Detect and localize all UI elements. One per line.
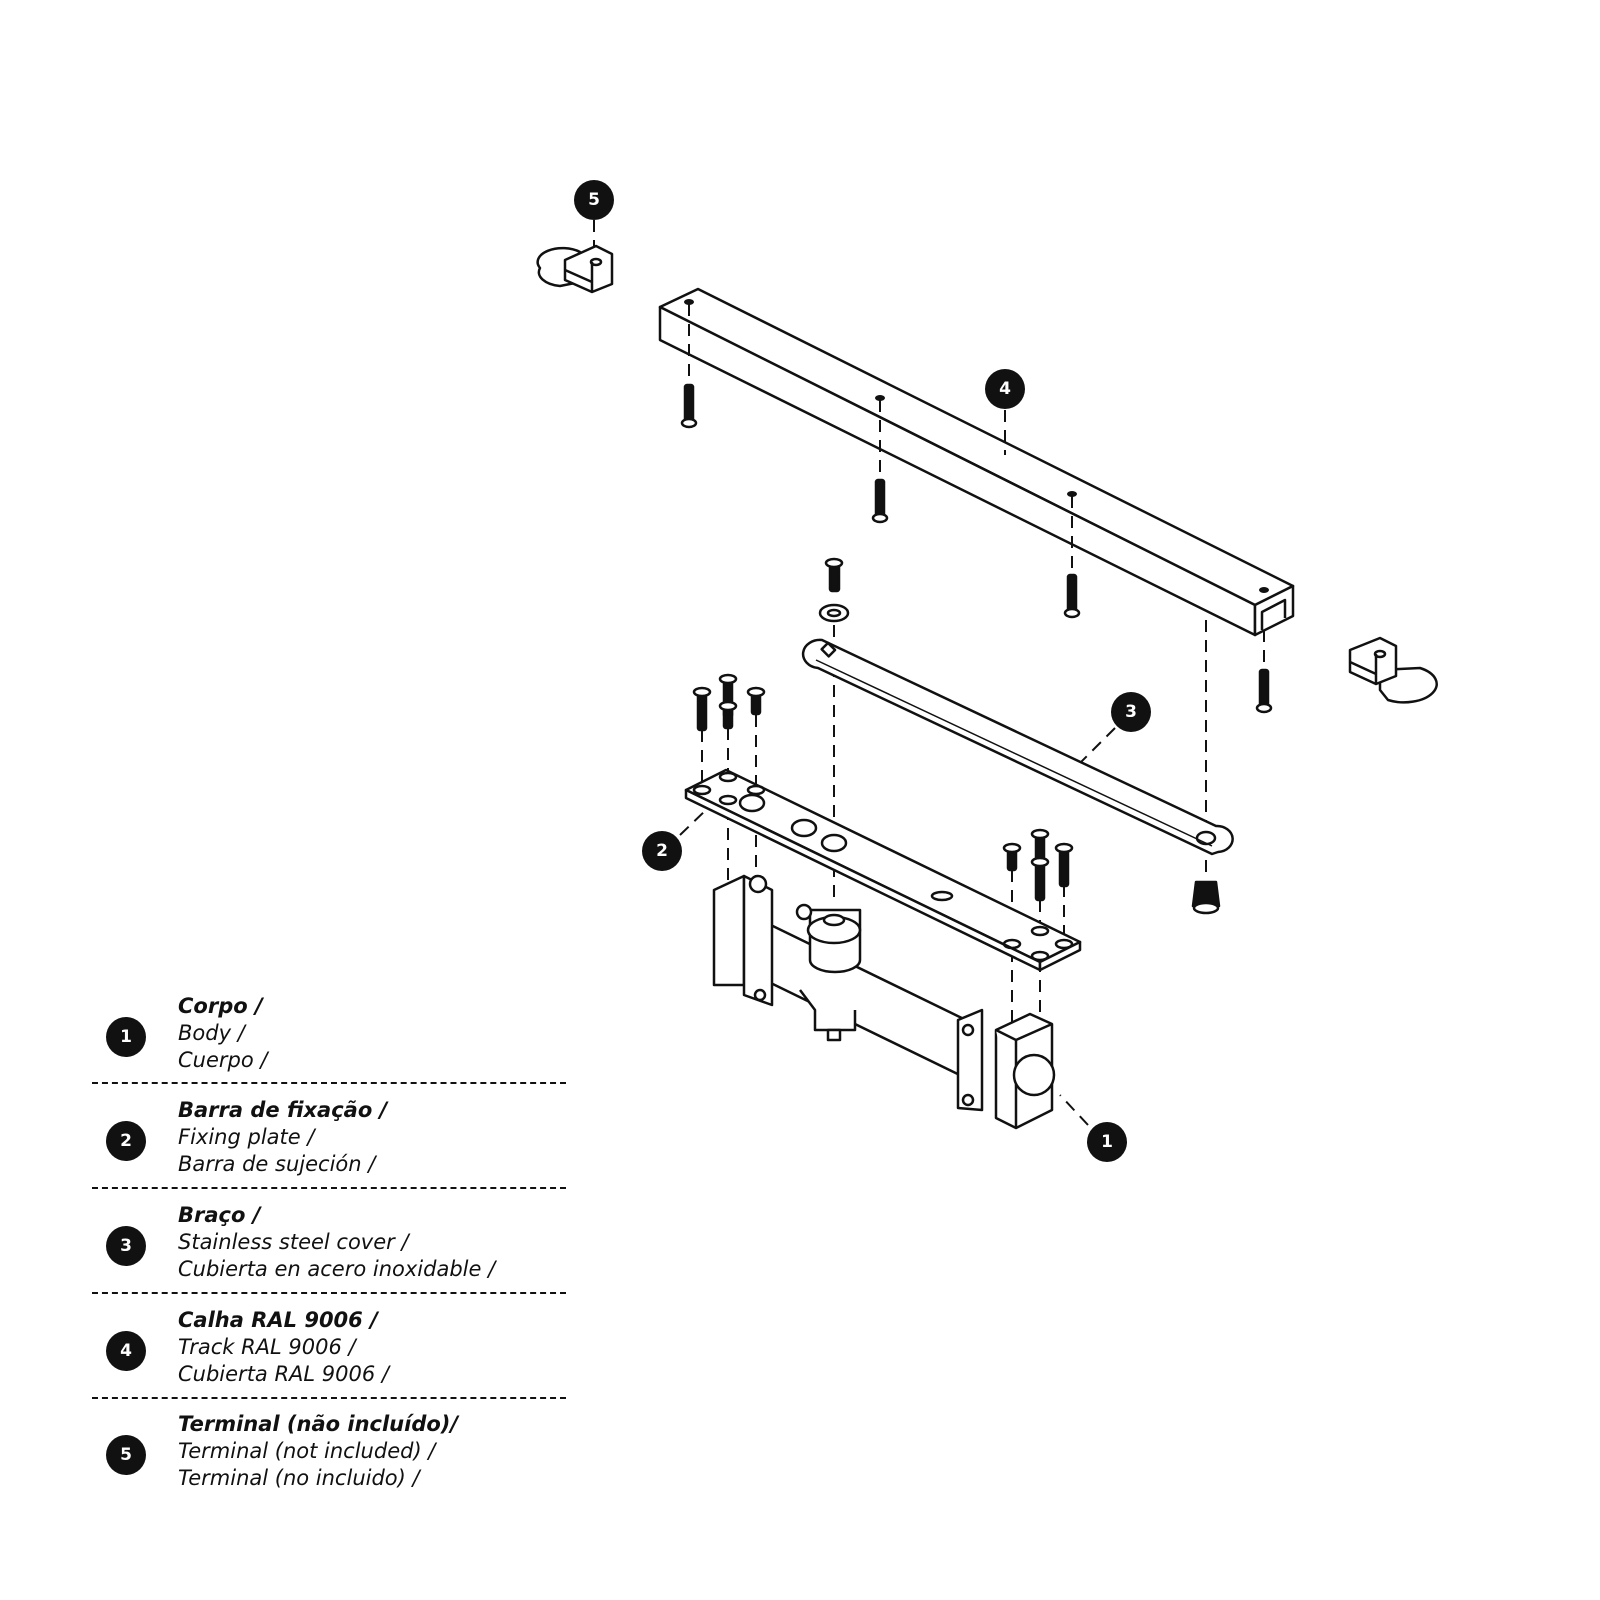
legend-line: Stainless steel cover /: [178, 1230, 409, 1254]
legend-text: Braço / Stainless steel cover / Cubierta…: [178, 1202, 495, 1283]
legend-badge: 5: [106, 1435, 146, 1475]
legend-text: Calha RAL 9006 / Track RAL 9006 / Cubier…: [178, 1307, 389, 1388]
legend-item-fixing-plate: 2 Barra de fixação / Fixing plate / Barr…: [92, 1097, 566, 1201]
body-part: [712, 874, 1056, 1130]
legend-line: Cubierta RAL 9006 /: [178, 1362, 389, 1386]
legend-title: Corpo /: [178, 994, 263, 1018]
track-part: [658, 287, 1295, 637]
arm-part: [801, 638, 1234, 856]
legend-item-arm: 3 Braço / Stainless steel cover / Cubier…: [92, 1202, 566, 1306]
legend-title: Braço /: [178, 1203, 261, 1227]
legend-line: Barra de sujeción /: [178, 1152, 376, 1176]
legend-text: Corpo / Body / Cuerpo /: [178, 993, 267, 1074]
callout-2: 2: [642, 831, 682, 871]
terminal-part-right: [1348, 636, 1438, 704]
legend-line: Cuerpo /: [178, 1048, 268, 1072]
legend-line: Terminal (not included) /: [178, 1439, 436, 1463]
legend-line: Terminal (no incluido) /: [178, 1466, 420, 1490]
legend-title: Calha RAL 9006 /: [178, 1308, 378, 1332]
legend-text: Barra de fixação / Fixing plate / Barra …: [178, 1097, 387, 1178]
legend-line: Track RAL 9006 /: [178, 1335, 356, 1359]
legend-divider: [92, 1187, 566, 1189]
legend-divider: [92, 1292, 566, 1294]
legend-text: Terminal (não incluído)/ Terminal (not i…: [178, 1411, 458, 1492]
legend-line: Fixing plate /: [178, 1125, 315, 1149]
callout-5: 5: [574, 180, 614, 220]
legend-title: Terminal (não incluído)/: [178, 1412, 459, 1436]
legend-item-track: 4 Calha RAL 9006 / Track RAL 9006 / Cubi…: [92, 1307, 566, 1411]
legend-line: Cubierta en acero inoxidable /: [178, 1257, 496, 1281]
screws: [680, 383, 1273, 915]
legend-line: Body /: [178, 1021, 245, 1045]
legend-title: Barra de fixação /: [178, 1098, 388, 1122]
legend-badge: 3: [106, 1226, 146, 1266]
legend-item-terminal: 5 Terminal (não incluído)/ Terminal (not…: [92, 1411, 566, 1515]
legend-divider: [92, 1397, 566, 1399]
terminal-part-left: [536, 244, 614, 294]
callout-1: 1: [1087, 1122, 1127, 1162]
legend-badge: 1: [106, 1017, 146, 1057]
legend-item-body: 1 Corpo / Body / Cuerpo /: [92, 993, 566, 1097]
callout-3: 3: [1111, 692, 1151, 732]
legend-badge: 2: [106, 1121, 146, 1161]
fixing-plate-part: [684, 768, 1082, 972]
legend-divider: [92, 1082, 566, 1084]
legend-badge: 4: [106, 1331, 146, 1371]
callout-4: 4: [985, 369, 1025, 409]
